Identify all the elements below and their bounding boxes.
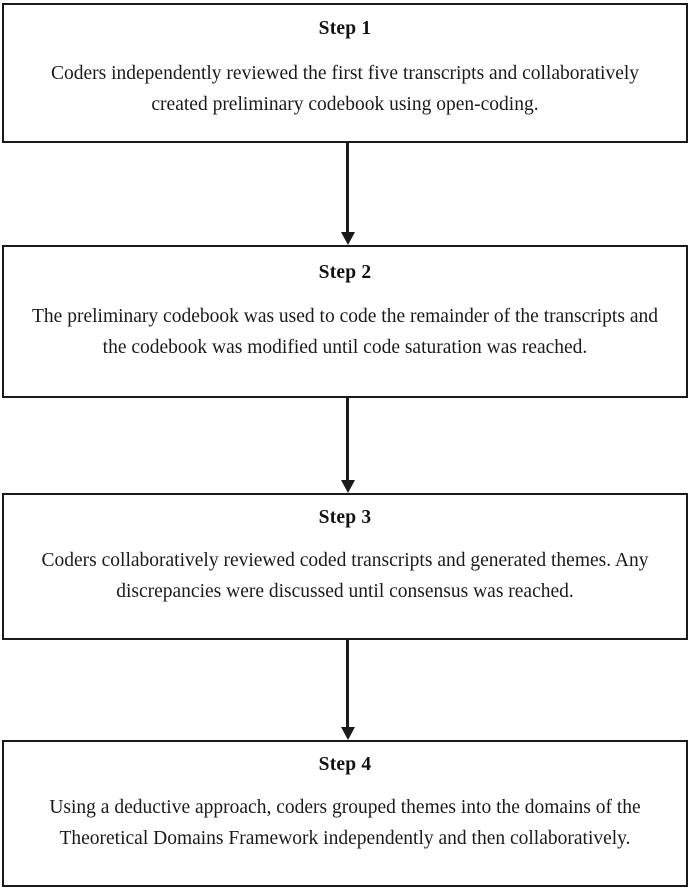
arrow-head-down-icon bbox=[341, 232, 355, 245]
step-4-body: Using a deductive approach, coders group… bbox=[49, 797, 641, 849]
step-3-body: Coders collaboratively reviewed coded tr… bbox=[41, 550, 649, 602]
arrow-step2-to-step3 bbox=[341, 398, 355, 493]
step-box-2: Step 2 The preliminary codebook was used… bbox=[2, 245, 688, 398]
step-box-4: Step 4 Using a deductive approach, coder… bbox=[2, 740, 688, 887]
arrow-shaft bbox=[346, 640, 349, 727]
step-box-3: Step 3 Coders collaboratively reviewed c… bbox=[2, 493, 688, 640]
arrow-shaft bbox=[346, 398, 349, 480]
step-4-title: Step 4 bbox=[318, 754, 372, 775]
step-2-title: Step 2 bbox=[318, 262, 372, 283]
step-box-1: Step 1 Coders independently reviewed the… bbox=[2, 3, 688, 143]
step-1-title: Step 1 bbox=[318, 18, 372, 39]
arrow-shaft bbox=[346, 143, 349, 232]
arrow-head-down-icon bbox=[341, 727, 355, 740]
arrow-step1-to-step2 bbox=[341, 143, 355, 245]
arrow-step3-to-step4 bbox=[341, 640, 355, 740]
step-1-body: Coders independently reviewed the first … bbox=[50, 63, 640, 115]
arrow-head-down-icon bbox=[341, 480, 355, 493]
step-3-title: Step 3 bbox=[318, 507, 372, 528]
step-2-body: The preliminary codebook was used to cod… bbox=[32, 306, 658, 358]
